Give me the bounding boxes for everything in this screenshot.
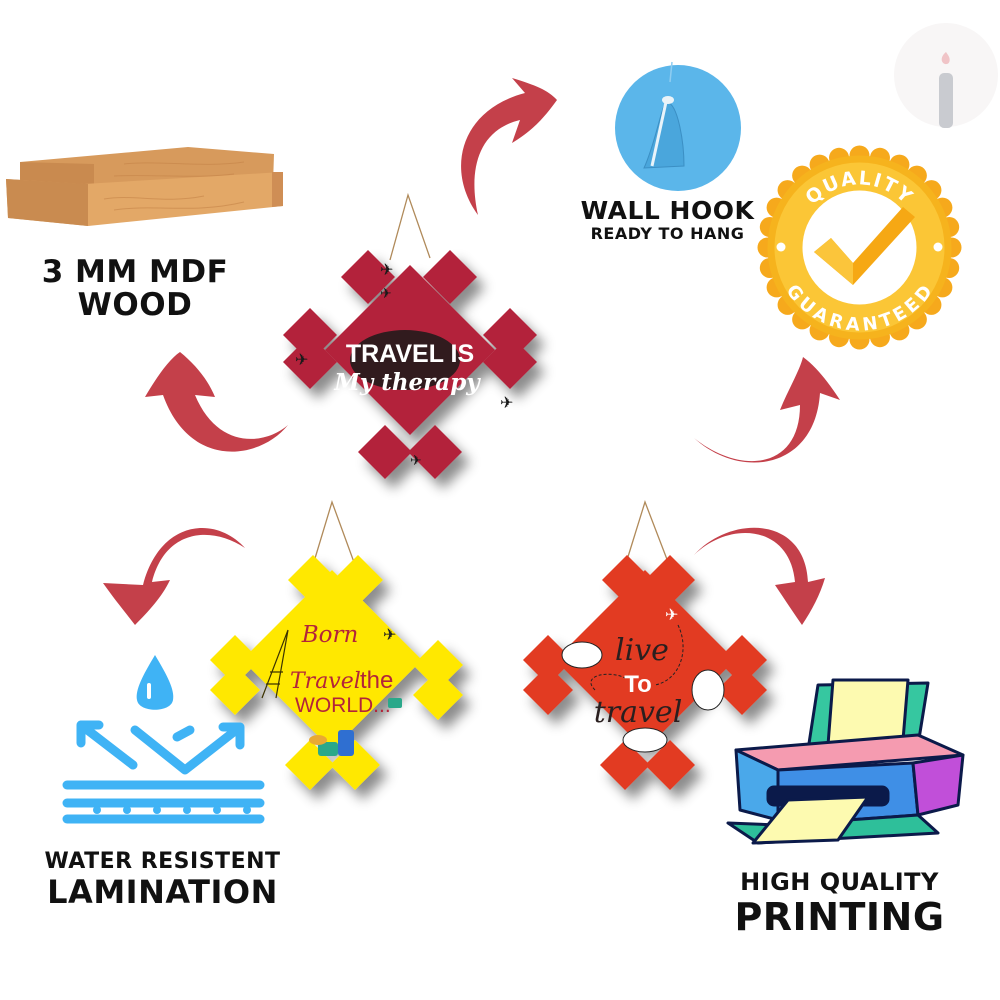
sign3-shape [523,555,767,790]
printing-label: HIGH QUALITY PRINTING [722,868,957,940]
brand-i-logo-icon [894,23,998,128]
wood-planks [4,144,284,226]
sign2-shape [210,555,463,790]
airplane-icon: ✈ [383,627,396,644]
product-sign-born-to-travel: Born ✈ Travel the WORLD... [200,499,465,810]
sign3-line2: To [624,671,652,698]
wall-hook-title: WALL HOOK [580,196,755,225]
mdf-label-line2: WOOD [77,286,193,323]
wall-hook-label: WALL HOOK READY TO HANG [570,196,765,244]
wall-hook-subtitle: READY TO HANG [590,224,745,244]
airplane-icon: ✈ [665,607,678,624]
arrow-to-mdf [145,352,288,452]
water-drop-layers-icon [62,655,265,824]
svg-text:✈: ✈ [380,285,392,301]
svg-text:✈: ✈ [500,395,513,412]
sign2-line1: Born [301,622,359,648]
wall-hook-icon [615,61,741,191]
mdf-label-line1: 3 MM MDF [41,254,229,290]
lamination-line1: WATER RESISTENT [44,849,281,874]
mdf-label: 3 MM MDF WOOD [20,256,250,321]
arrow-to-quality [694,357,840,463]
quality-badge: QUALITY GUARANTEED [757,145,962,350]
brand-logo [893,22,999,128]
airplane-icons: ✈ ✈ ✈ ✈ ✈ [295,262,513,468]
sign2-line2b: the [360,667,393,694]
luggage-icon [309,730,354,756]
lamination-line2: LAMINATION [47,873,278,912]
printing-line2: PRINTING [734,895,945,940]
svg-text:✈: ✈ [295,352,308,369]
sign2-line2: Travel [290,669,361,694]
svg-text:✈: ✈ [380,262,393,279]
product-sign-live-to-travel: ✈ live To travel [510,500,780,810]
checkmark-badge-icon: QUALITY GUARANTEED [757,145,962,350]
printing-line1: HIGH QUALITY [740,868,939,896]
sign1-line2: My therapy [333,369,481,396]
lamination-label: WATER RESISTENT LAMINATION [30,850,295,910]
water-resistant-icon-wrap [55,645,265,825]
sign3-line3: travel [594,695,683,730]
camera-icon [388,698,402,708]
sign1-line1: TRAVEL IS [346,340,474,368]
svg-text:✈: ✈ [410,452,422,468]
arrow-to-lamination [103,528,245,625]
printer [718,675,965,850]
arrow-to-printing [694,527,825,625]
cloud-icons [561,641,725,753]
product-sign-travel-therapy: TRAVEL IS My therapy ✈ ✈ ✈ ✈ ✈ [280,190,540,500]
sign3-line1: live [615,633,669,668]
printer-icon [726,678,965,845]
sign2-line3: WORLD... [295,694,391,717]
wood-planks-icon [6,147,283,226]
wall-hook [612,61,744,194]
arrow-to-wall-hook [461,78,557,215]
eiffel-tower-icon [261,629,289,699]
